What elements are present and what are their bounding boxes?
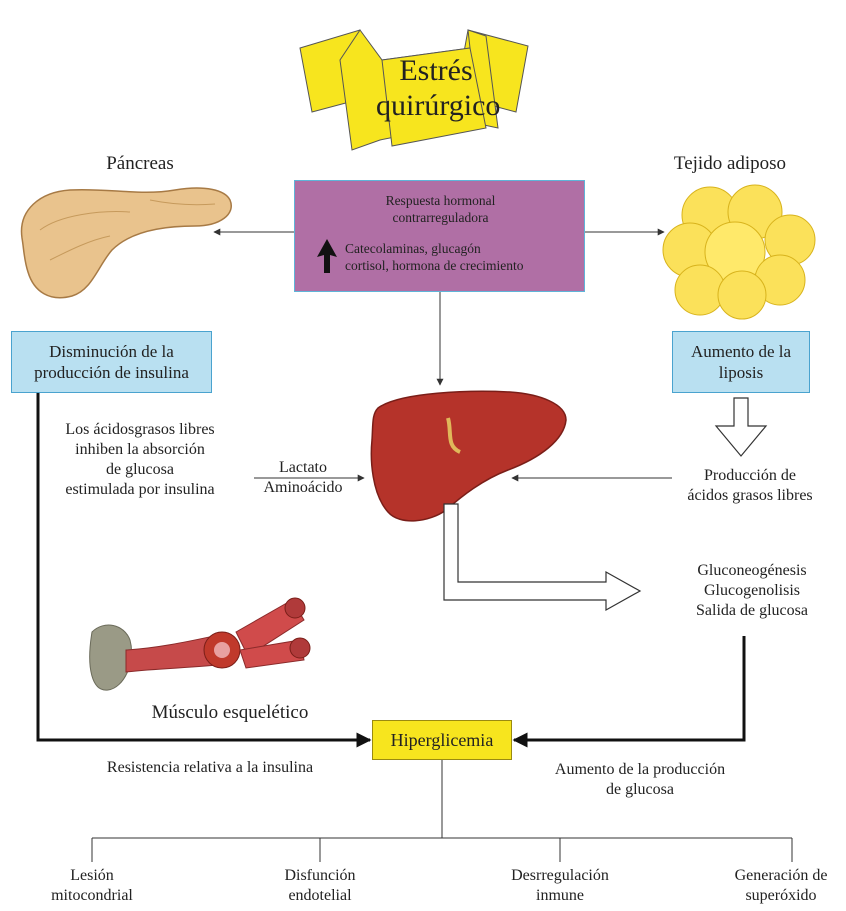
hyperglycemia-box: Hiperglicemia [372,720,512,760]
consequence-1-line-1: Lesión [22,866,162,886]
ffa-production-label: Producción de ácidos grasos libres [660,466,840,506]
ffa-text-line-2: inhiben la absorción [40,440,240,460]
ffa-text-line-1: Los ácidosgrasos libres [40,420,240,440]
glucose-production-line-1: Aumento de la producción [520,760,760,780]
pancreas-label: Páncreas [80,152,200,176]
hormones-line-1: Catecolaminas, glucagón [345,241,585,258]
ffa-text-line-3: de glucosa [40,460,240,480]
consequence-3-line-1: Desrregulación [485,866,635,886]
consequence-4-line-2: superóxido [716,886,846,906]
glucose-production-label: Aumento de la producción de glucosa [520,760,760,800]
hormones-line-2: cortisol, hormona de crecimiento [345,258,585,275]
lactate-label: Lactato [248,458,358,478]
liver-inputs-label: Lactato Aminoácido [248,458,358,498]
glucose-production-line-2: de glucosa [520,780,760,800]
insulin-decrease-box: Disminución de la producción de insulina [11,331,212,393]
ffa-text-line-4: estimulada por insulina [40,480,240,500]
consequence-2-line-1: Disfunción [250,866,390,886]
consequence-immune: Desrregulación inmune [485,866,635,906]
hormonal-response-box: Respuesta hormonal contrarreguladora Cat… [294,180,585,292]
lipolysis-box-line-1: Aumento de la [691,341,791,362]
glycogenolysis-label: Glucogenolisis [672,581,832,601]
consequence-4-line-1: Generación de [716,866,846,886]
consequence-superoxide: Generación de superóxido [716,866,846,906]
consequence-2-line-2: endotelial [250,886,390,906]
muscle-label: Músculo esquelético [130,701,330,725]
amino-acid-label: Aminoácido [248,478,358,498]
insulin-resistance-label: Resistencia relativa a la insulina [60,758,360,778]
ffa-effect-text: Los ácidosgrasos libres inhiben la absor… [40,420,240,500]
consequence-3-line-2: inmune [485,886,635,906]
insulin-box-line-1: Disminución de la [34,341,189,362]
ffa-production-line-2: ácidos grasos libres [660,486,840,506]
ffa-production-line-1: Producción de [660,466,840,486]
insulin-box-line-2: producción de insulina [34,362,189,383]
consequence-endothelial: Disfunción endotelial [250,866,390,906]
liver-outputs-label: Gluconeogénesis Glucogenolisis Salida de… [672,561,832,621]
glucose-output-label: Salida de glucosa [672,601,832,621]
hormonal-title-line-2: contrarreguladora [295,210,586,227]
up-arrow-icon [315,237,339,275]
consequence-1-line-2: mitocondrial [22,886,162,906]
adipose-label: Tejido adiposo [650,152,810,176]
gluconeogenesis-label: Gluconeogénesis [672,561,832,581]
lipolysis-increase-box: Aumento de la liposis [672,331,810,393]
consequence-mitochondrial: Lesión mitocondrial [22,866,162,906]
lipolysis-box-line-2: liposis [691,362,791,383]
hormonal-title-line-1: Respuesta hormonal [295,193,586,210]
